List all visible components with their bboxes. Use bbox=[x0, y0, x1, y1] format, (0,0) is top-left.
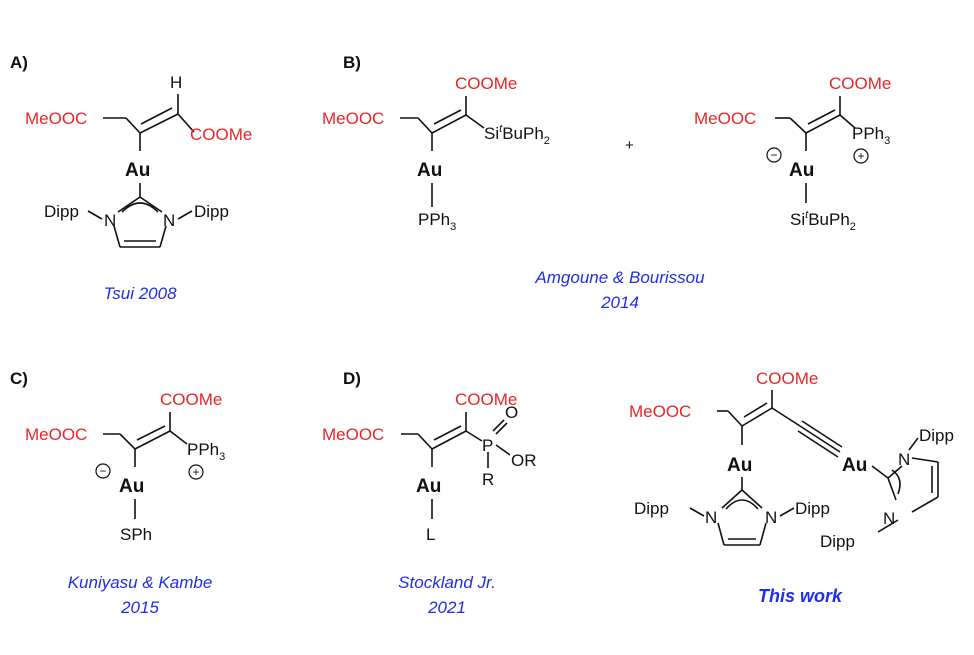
nitrogen-label-e4: N bbox=[883, 509, 895, 528]
nitrogen-label-left: N bbox=[104, 211, 116, 230]
panel-a-bonds bbox=[87, 94, 195, 248]
panel-a: A) H MeOOC COOMe Au N N Dipp bbox=[10, 53, 252, 303]
panel-b: B) COOMe MeOOC SitBuPh2 Au PPh3 + bbox=[322, 53, 891, 312]
citation-stockland-line2: 2021 bbox=[427, 598, 466, 617]
panel-b-bonds-1 bbox=[400, 96, 485, 207]
panel-label-a: A) bbox=[10, 53, 28, 72]
minus-charge-c: − bbox=[99, 464, 106, 478]
phosphine-label-1: PPh3 bbox=[418, 210, 456, 233]
minus-charge-b: − bbox=[770, 148, 777, 162]
dipp-label-e4: Dipp bbox=[820, 532, 855, 551]
panel-b-bonds-2 bbox=[766, 96, 869, 203]
citation-tsui: Tsui 2008 bbox=[103, 284, 177, 303]
citation-kuniyasu-line2: 2015 bbox=[120, 598, 159, 617]
citation-kuniyasu-line1: Kuniyasu & Kambe bbox=[68, 573, 213, 592]
panel-e-bonds bbox=[689, 390, 939, 546]
panel-label-d: D) bbox=[343, 369, 361, 388]
thiolate-label: SPh bbox=[120, 525, 152, 544]
ester-label-top-e: COOMe bbox=[756, 369, 818, 388]
dipp-label-right: Dipp bbox=[194, 202, 229, 221]
phosphonium-label-c: PPh3 bbox=[187, 440, 225, 463]
ester-label-top-1: COOMe bbox=[455, 74, 517, 93]
dipp-label-e3: Dipp bbox=[919, 426, 954, 445]
panel-c-bonds bbox=[95, 412, 204, 519]
ester-label-left-2: MeOOC bbox=[694, 109, 756, 128]
nitrogen-label-e1: N bbox=[705, 508, 717, 527]
silyl-label-2: SitBuPh2 bbox=[790, 209, 856, 233]
phosphorus-label: P bbox=[482, 436, 493, 455]
silyl-label-1: SitBuPh2 bbox=[484, 123, 550, 147]
plus-charge-c: + bbox=[192, 465, 199, 479]
gold-label-e1: Au bbox=[727, 455, 752, 476]
ester-label-top-c: COOMe bbox=[160, 390, 222, 409]
ester-label-left-e: MeOOC bbox=[629, 402, 691, 421]
citation-this-work: This work bbox=[758, 586, 843, 606]
nitrogen-label-right: N bbox=[163, 211, 175, 230]
gold-label-2: Au bbox=[789, 160, 814, 181]
ester-label-right: COOMe bbox=[190, 125, 252, 144]
ester-label-left-c: MeOOC bbox=[25, 425, 87, 444]
nitrogen-label-e2: N bbox=[765, 508, 777, 527]
ester-label-left-1: MeOOC bbox=[322, 109, 384, 128]
ester-label-left-d: MeOOC bbox=[322, 425, 384, 444]
citation-amgoune-line1: Amgoune & Bourissou bbox=[534, 268, 705, 287]
gold-label-d: Au bbox=[416, 476, 441, 497]
panel-d-bonds bbox=[401, 412, 511, 519]
dipp-label-e1: Dipp bbox=[634, 499, 669, 518]
dipp-label-left: Dipp bbox=[44, 202, 79, 221]
citation-amgoune-line2: 2014 bbox=[600, 293, 639, 312]
hydrogen-label: H bbox=[170, 73, 182, 92]
panel-label-b: B) bbox=[343, 53, 361, 72]
ester-label-left: MeOOC bbox=[25, 109, 87, 128]
gold-label-1: Au bbox=[417, 160, 442, 181]
alkoxy-label: OR bbox=[511, 451, 537, 470]
ligand-label: L bbox=[426, 525, 435, 544]
phosphonium-label: PPh3 bbox=[852, 124, 890, 147]
oxo-label: O bbox=[505, 403, 518, 422]
panel-label-c: C) bbox=[10, 369, 28, 388]
citation-stockland-line1: Stockland Jr. bbox=[398, 573, 496, 592]
ester-label-top-2: COOMe bbox=[829, 74, 891, 93]
plus-sign: + bbox=[625, 137, 634, 154]
ester-label-top-d: COOMe bbox=[455, 390, 517, 409]
plus-charge-b: + bbox=[857, 149, 864, 163]
gold-label: Au bbox=[125, 160, 150, 181]
r-group-label: R bbox=[482, 470, 494, 489]
nitrogen-label-e3: N bbox=[898, 450, 910, 469]
gold-label-e2: Au bbox=[842, 455, 867, 476]
panel-this-work: COOMe MeOOC Au Au N N N N Dipp Dipp Dipp… bbox=[629, 369, 954, 606]
dipp-label-e2: Dipp bbox=[795, 499, 830, 518]
panel-c: C) COOMe MeOOC PPh3 + − Au SPh Kuniyasu … bbox=[10, 369, 225, 617]
gold-label-c: Au bbox=[119, 476, 144, 497]
panel-d: D) COOMe MeOOC P O OR R Au L Stockland J… bbox=[322, 369, 537, 617]
